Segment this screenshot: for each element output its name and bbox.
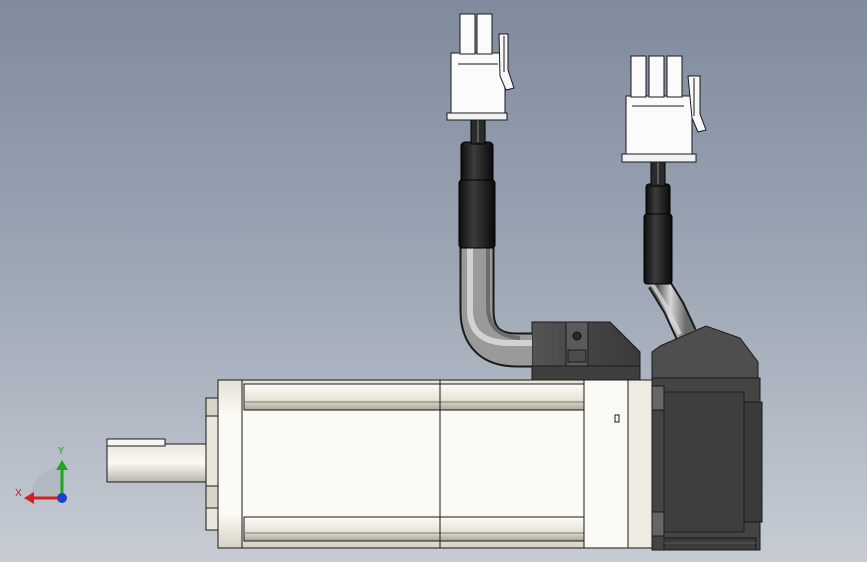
axis-triad: Y X <box>15 446 68 504</box>
z-axis-dot <box>57 493 67 503</box>
indicator-mark <box>614 414 620 423</box>
triad-quarter-plane <box>30 466 62 498</box>
power-cable[interactable] <box>458 119 532 368</box>
output-shaft[interactable] <box>106 438 211 483</box>
power-connector-block[interactable] <box>531 321 641 381</box>
encoder-housing[interactable] <box>651 325 763 551</box>
x-axis-label: X <box>15 488 22 499</box>
motor-housing[interactable] <box>241 379 653 549</box>
power-plug[interactable] <box>446 13 515 121</box>
shaft-key <box>106 438 166 447</box>
encoder-plug[interactable] <box>621 55 707 163</box>
front-flange[interactable] <box>205 379 245 549</box>
encoder-cable[interactable] <box>643 161 697 339</box>
y-axis-label: Y <box>57 446 65 457</box>
